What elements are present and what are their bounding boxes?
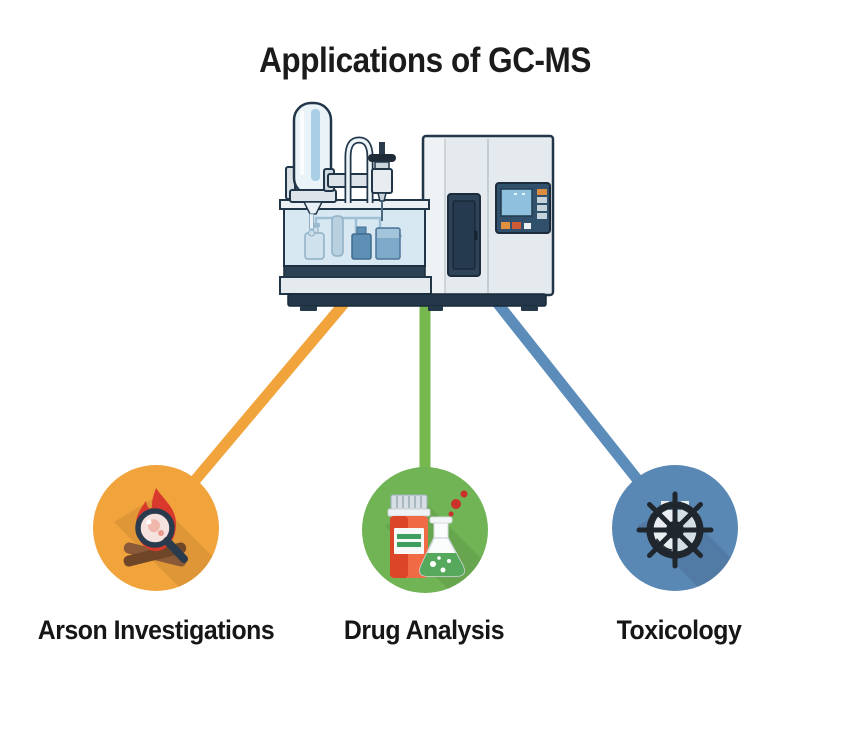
column-tube — [331, 215, 344, 257]
pill-bottle-flask-icon — [387, 490, 468, 578]
tox-badge — [612, 465, 738, 591]
control-panel — [495, 182, 551, 234]
instrument-base — [287, 293, 547, 311]
connector-arson — [170, 294, 353, 509]
label-toxicology: Toxicology — [616, 615, 742, 645]
syringe-knob — [368, 154, 396, 162]
connector-tox — [489, 294, 662, 509]
gcms-instrument-illustration — [279, 101, 555, 311]
flask — [419, 516, 465, 577]
drug-badge — [362, 467, 488, 593]
analyzer-box — [421, 134, 555, 297]
injector-arm — [323, 136, 396, 221]
magnifier-handle — [163, 537, 188, 563]
bottle-label — [394, 528, 424, 554]
label-drug-analysis: Drug Analysis — [343, 615, 505, 645]
solvent-bottle — [351, 233, 372, 260]
glass-cylinder — [285, 101, 337, 237]
vial-bottle — [304, 232, 325, 260]
wheel-hub — [666, 521, 684, 539]
pill-dot — [451, 499, 461, 509]
campfire-magnifier-icon — [123, 488, 188, 567]
page-title: Applications of GC-MS — [259, 41, 591, 80]
sample-chamber — [279, 199, 432, 295]
arson-badge — [93, 465, 219, 591]
wheel-rim — [646, 501, 704, 559]
label-arson-investigations: Arson Investigations — [37, 615, 275, 645]
skull-wheel-icon — [636, 491, 714, 569]
